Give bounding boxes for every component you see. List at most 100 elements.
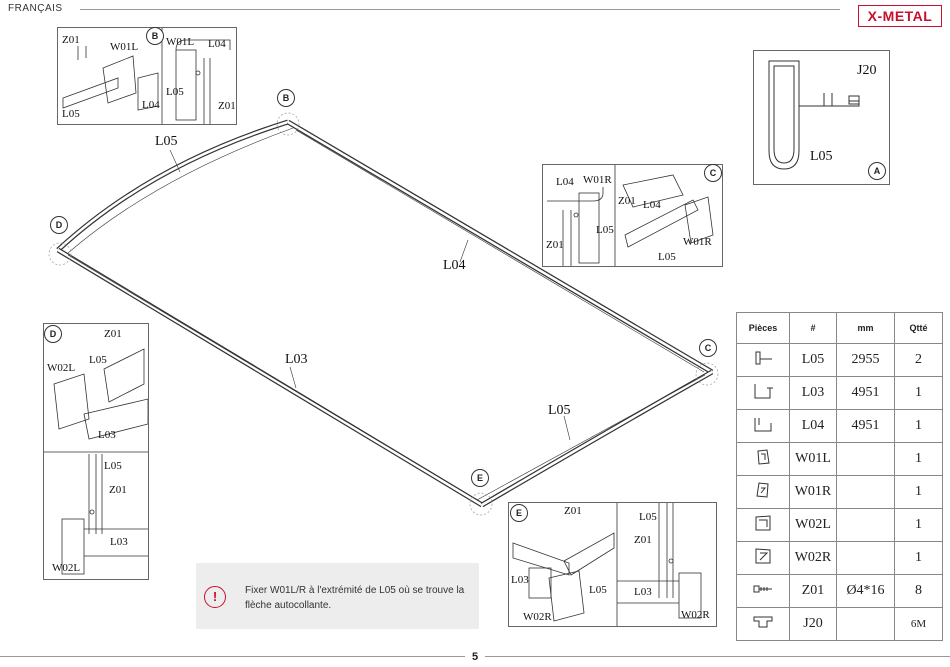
detail-a-drawing [768,60,860,170]
part-code: Z01 [789,574,837,608]
table-row: W02L 1 [736,508,943,542]
header-pieces: Pièces [736,312,790,344]
detail-d: D Z01 W02L L05 L03 L05 Z01 L03 W02L [43,323,149,580]
detail-c-l05-2: L05 [658,251,676,263]
detail-c-w01r: W01R [583,174,612,186]
part-length [836,442,895,476]
part-length: 2955 [836,343,895,377]
detail-d-l03-2: L03 [110,536,128,548]
l04-profile-icon [736,409,790,443]
screw-icon [736,574,790,608]
detail-e-drawing [512,503,702,626]
detail-a-j20: J20 [857,63,877,78]
detail-b: B Z01 W01L W01L L04 L05 L04 L05 Z01 [57,27,237,125]
part-length: 4951 [836,376,895,410]
brand-logo: X-METAL [858,5,942,27]
frame-label-l04: L04 [443,258,466,273]
detail-d-z01-2: Z01 [109,484,127,496]
detail-b-z01: Z01 [62,34,80,46]
page-number: 5 [465,651,485,663]
table-row: L05 2955 2 [736,343,943,377]
detail-b-drawing [62,28,231,124]
part-qty: 2 [894,343,943,377]
part-code: J20 [789,607,837,641]
part-qty: 1 [894,508,943,542]
table-row: W02R 1 [736,541,943,575]
j20-joint-icon [736,607,790,641]
detail-c-l04-2: L04 [643,199,661,211]
w01l-endcap-icon [736,442,790,476]
detail-a: J20 L05 A [753,50,890,185]
detail-e-l03: L03 [511,574,529,586]
detail-c-l04: L04 [556,176,574,188]
part-qty: 1 [894,541,943,575]
detail-c-w01r-2: W01R [683,236,712,248]
table-row: W01L 1 [736,442,943,476]
detail-b-badge: B [146,27,164,45]
parts-table: Pièces # mm Qtté L05 2955 2 L03 4951 1 L… [736,312,943,641]
instruction-note [196,563,479,629]
instruction-text: Fixer W01L/R à l'extrémité de L05 où se … [245,585,465,611]
header-number: # [789,312,837,344]
detail-b-l05-2: L05 [62,108,80,120]
table-row: Z01 Ø4*16 8 [736,574,943,608]
detail-c-z01: Z01 [618,195,636,207]
frame-label-l03: L03 [285,352,308,367]
part-code: W02L [789,508,837,542]
detail-c-badge: C [704,164,722,182]
header-rule [80,9,840,10]
detail-e-w02r: W02R [523,611,552,623]
table-row: W01R 1 [736,475,943,509]
frame-label-l05-top: L05 [155,134,178,149]
language-label: FRANÇAIS [8,3,63,14]
part-qty: 1 [894,475,943,509]
detail-b-l04: L04 [208,38,226,50]
warning-icon: ! [204,586,226,608]
detail-c-drawing [547,165,714,266]
part-qty: 8 [894,574,943,608]
marker-c: C [699,339,717,357]
parts-table-header: Pièces # mm Qtté [736,312,943,344]
detail-c-l05: L05 [596,224,614,236]
part-qty: 1 [894,376,943,410]
part-length [836,607,895,641]
detail-d-badge: D [44,325,62,343]
w02r-endcap-icon [736,541,790,575]
detail-d-l03: L03 [98,429,116,441]
part-code: W02R [789,541,837,575]
detail-e: E Z01 L05 Z01 L03 L05 L03 W02R W02R [508,502,717,627]
marker-b: B [277,89,295,107]
detail-a-badge: A [868,162,886,180]
header-mm: mm [836,312,895,344]
detail-e-w02r-2: W02R [681,609,710,621]
detail-b-z01-2: Z01 [218,100,236,112]
detail-e-l05: L05 [639,511,657,523]
detail-e-l05-2: L05 [589,584,607,596]
detail-b-l05: L05 [166,86,184,98]
detail-b-w01l: W01L [110,41,139,53]
detail-d-w02l: W02L [47,362,76,374]
part-qty: 1 [894,442,943,476]
marker-d: D [50,216,68,234]
detail-c: C L04 W01R Z01 L04 L05 Z01 W01R L05 [542,164,723,267]
part-length [836,508,895,542]
table-row: L04 4951 1 [736,409,943,443]
detail-b-w01l-2: W01L [166,36,195,48]
part-code: L04 [789,409,837,443]
table-row: J20 6M [736,607,943,641]
part-length: 4951 [836,409,895,443]
l05-profile-icon [736,343,790,377]
detail-b-l04-2: L04 [142,99,160,111]
l03-profile-icon [736,376,790,410]
marker-e: E [471,469,489,487]
part-length [836,475,895,509]
part-qty: 6M [894,607,943,641]
detail-e-l03-2: L03 [634,586,652,598]
detail-e-z01-2: Z01 [634,534,652,546]
detail-d-l05-2: L05 [104,460,122,472]
part-qty: 1 [894,409,943,443]
header-qty: Qtté [894,312,943,344]
detail-d-z01: Z01 [104,328,122,340]
detail-d-l05: L05 [89,354,107,366]
